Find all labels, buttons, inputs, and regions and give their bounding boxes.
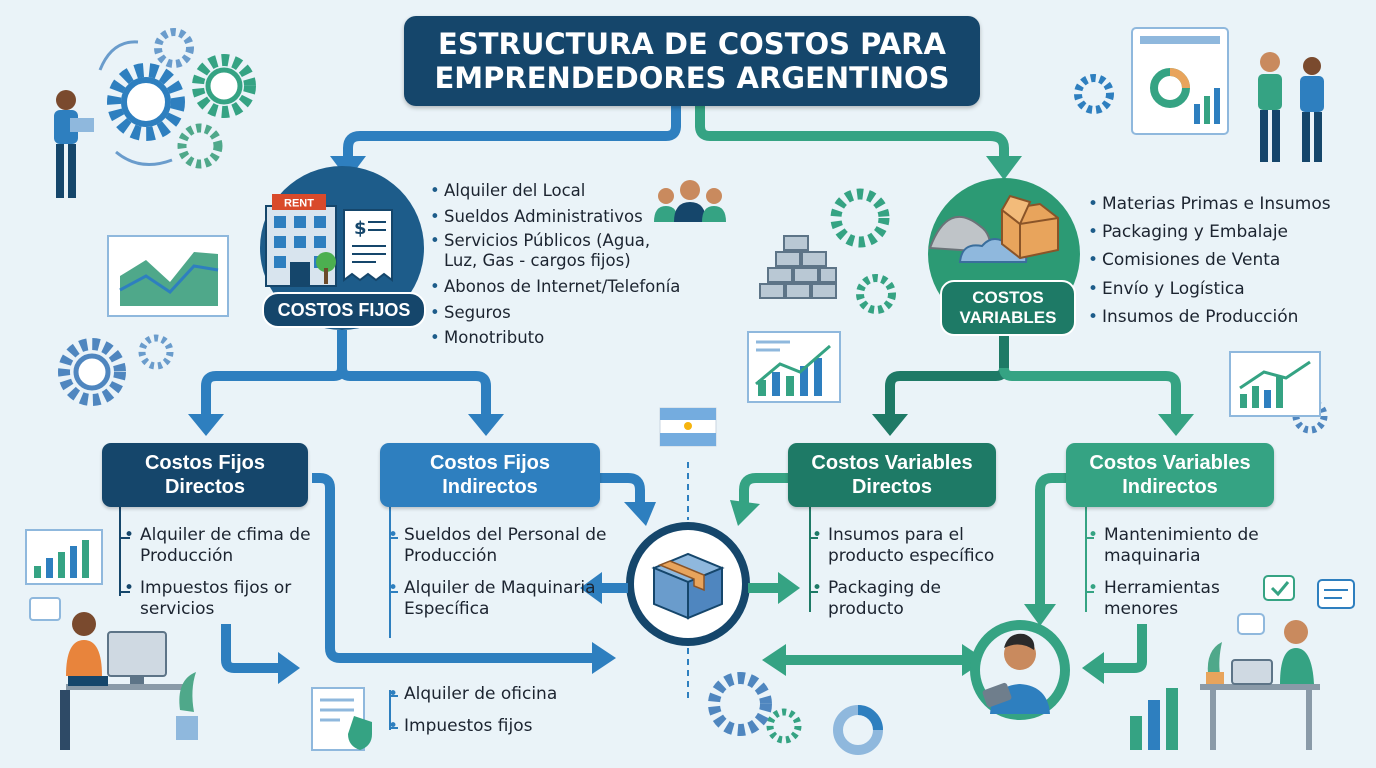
list-item: Mantenimiento de maquinaria xyxy=(1088,525,1278,567)
list-item: Sueldos Administrativos xyxy=(430,204,720,230)
list-item: Impuestos fijos xyxy=(388,716,608,737)
fixed-direct-box: Costos Fijos Directos xyxy=(102,443,308,507)
variable-costs-label: COSTOS VARIABLES xyxy=(940,280,1076,336)
variable-indirect-title-1: Costos Variables xyxy=(1089,452,1251,474)
svg-text:$: $ xyxy=(354,218,367,239)
gear-icon xyxy=(58,28,1328,744)
person-desk-icon xyxy=(1130,620,1320,750)
fixed-split-arrows xyxy=(188,330,504,436)
package-icon xyxy=(626,522,750,646)
person-computer-icon xyxy=(29,597,198,750)
list-item: Packaging de producto xyxy=(812,578,1012,620)
variable-split-arrows xyxy=(872,330,1194,436)
variable-costs-list: Materias Primas e Insumos Packaging y Em… xyxy=(1088,190,1368,331)
coins-icon xyxy=(759,235,837,299)
donut-chart-icon xyxy=(833,705,883,755)
fixed-costs-list: Alquiler del Local Sueldos Administrativ… xyxy=(430,178,720,351)
list-item: Comisiones de Venta xyxy=(1088,246,1368,274)
chart-icon xyxy=(107,235,229,317)
receipt-icon: $ xyxy=(343,209,393,282)
worker-icon xyxy=(970,620,1070,720)
variable-direct-title-1: Costos Variables xyxy=(811,452,973,474)
variable-label-line2: VARIABLES xyxy=(959,308,1057,327)
boxes-icon xyxy=(1000,194,1059,260)
main-title-box: ESTRUCTURA DE COSTOS PARA EMPRENDEDORES … xyxy=(404,16,980,106)
variable-direct-list: Insumos para el producto específico Pack… xyxy=(812,525,1012,631)
list-item: Herramientas menores xyxy=(1088,578,1278,620)
materials-icon xyxy=(928,215,1028,263)
list-item: Sueldos del Personal de Producción xyxy=(388,525,608,567)
list-item: Insumos para el producto específico xyxy=(812,525,1012,567)
chart-icon xyxy=(25,529,103,585)
fixed-indirect-box: Costos Fijos Indirectos xyxy=(380,443,600,507)
fixed-costs-label: COSTOS FIJOS xyxy=(262,292,426,328)
list-item: Envío y Logística xyxy=(1088,275,1368,303)
list-item: Alquiler de Maquinaria Específica xyxy=(388,578,608,620)
list-item: Seguros xyxy=(430,300,720,326)
variable-indirect-list: Mantenimiento de maquinaria Herramientas… xyxy=(1088,525,1278,631)
title-to-fixed-arrow xyxy=(330,106,681,180)
list-item: Abonos de Internet/Telefonía xyxy=(430,274,720,300)
rent-sign-text: RENT xyxy=(284,198,314,210)
presentation-icon xyxy=(1131,27,1324,162)
fixed-direct-title-1: Costos Fijos xyxy=(144,452,265,474)
document-shield-icon xyxy=(311,687,372,751)
chart-icon xyxy=(1229,351,1321,417)
list-item: Impuestos fijos or servicios xyxy=(124,578,314,620)
fixed-indirect-list: Sueldos del Personal de Producción Alqui… xyxy=(388,525,608,631)
variable-direct-box: Costos Variables Directos xyxy=(788,443,996,507)
variable-indirect-title-2: Indirectos xyxy=(1122,476,1218,498)
variable-label-line1: COSTOS xyxy=(972,288,1044,307)
fixed-direct-title-2: Directos xyxy=(164,476,246,498)
list-item-line: Luz, Gas - cargos fijos) xyxy=(444,251,631,270)
fixed-indirect-title-2: Indirectos xyxy=(442,476,538,498)
fixed-indirect-title-1: Costos Fijos xyxy=(429,452,550,474)
list-item: Alquiler de cfima de Producción xyxy=(124,525,314,567)
list-item: Monotributo xyxy=(430,325,720,351)
building-icon xyxy=(265,194,337,287)
rent-sign: RENT xyxy=(284,198,314,210)
fixed-costs-circle: $ xyxy=(260,166,424,330)
argentina-flag-icon xyxy=(659,407,717,447)
list-item: Materias Primas e Insumos xyxy=(1088,190,1368,218)
title-to-variable-arrow xyxy=(695,106,1022,180)
variable-indirect-box: Costos Variables Indirectos xyxy=(1066,443,1274,507)
list-item: Insumos de Producción xyxy=(1088,303,1368,331)
list-item: Packaging y Embalaje xyxy=(1088,218,1368,246)
list-item-line: Servicios Públicos (Agua, xyxy=(444,231,651,250)
variable-direct-title-2: Directos xyxy=(851,476,933,498)
fixed-direct-list: Alquiler de cfima de Producción Impuesto… xyxy=(124,525,314,631)
list-item: Alquiler del Local xyxy=(430,178,720,204)
list-item: Servicios Públicos (Agua,Luz, Gas - carg… xyxy=(430,231,720,271)
main-title-line1: ESTRUCTURA DE COSTOS PARA xyxy=(438,27,946,61)
chart-icon xyxy=(747,331,841,403)
person-laptop-icon xyxy=(54,90,94,198)
list-item: Alquiler de oficina xyxy=(388,684,608,705)
main-title-line2: EMPRENDEDORES ARGENTINOS xyxy=(434,61,950,95)
office-costs-list: Alquiler de oficina Impuestos fijos xyxy=(388,684,608,748)
